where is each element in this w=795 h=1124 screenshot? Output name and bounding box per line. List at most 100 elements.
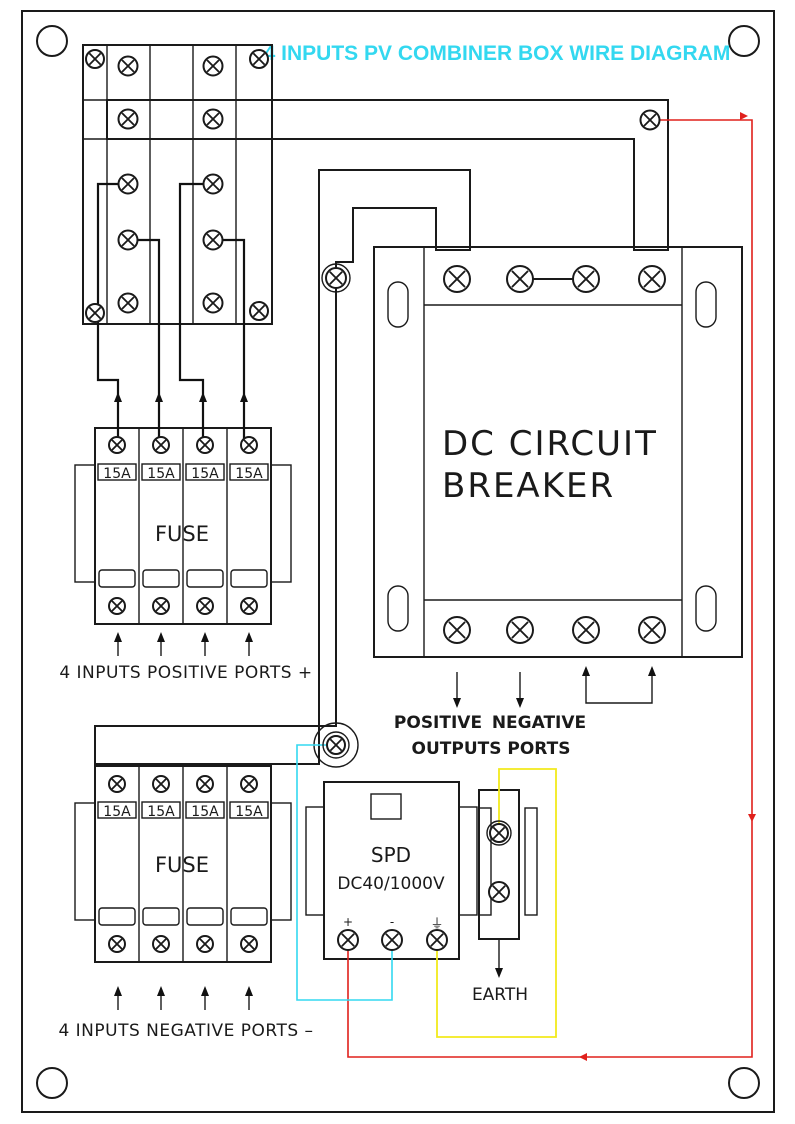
screw-terminal: [152, 775, 170, 793]
outputs-ports-label: OUTPUTS PORTS: [412, 739, 571, 759]
input-arrow-head: [114, 986, 122, 996]
earth-terminal-block: [478, 789, 538, 978]
fuse-block-negative: 15A 15A 15A 15A: [74, 765, 292, 963]
screw-terminal: [240, 935, 258, 953]
fuse-label-positive: FUSE: [155, 522, 209, 546]
fuse-handle: [142, 569, 180, 588]
screw-terminal: [202, 292, 224, 314]
screw-terminal: [639, 109, 661, 131]
negative-input-arrows: [114, 986, 253, 1010]
screw-terminal: [638, 616, 666, 644]
fuse-handle: [230, 907, 268, 926]
fuse-handle: [98, 569, 136, 588]
screw-terminal: [196, 597, 214, 615]
terminal-ring: [322, 731, 350, 759]
fuse-rating-text: 15A: [235, 804, 263, 820]
fuse-handle: [186, 569, 224, 588]
screw-terminal: [249, 301, 269, 321]
breaker-mount-slot: [387, 585, 409, 632]
terminal-ring: [321, 263, 351, 293]
fuse-rating-text: 15A: [103, 804, 131, 820]
red-wire-arrows: [579, 112, 756, 1061]
fuse-rating-tag: [141, 801, 181, 819]
input-arrow-head: [245, 986, 253, 996]
fuse-mount-rail: [74, 802, 96, 921]
fuse-rating-tag: [185, 801, 225, 819]
screw-terminal: [240, 436, 258, 454]
screw-terminal: [443, 616, 471, 644]
screw-terminal: [443, 265, 471, 293]
screw-terminal: [85, 49, 105, 69]
fuse-handle: [98, 907, 136, 926]
screw-terminal: [117, 108, 139, 130]
fuse-mount-rail: [270, 464, 292, 583]
screw-terminal: [337, 929, 359, 951]
input-arrow-head: [157, 986, 165, 996]
input-arrow-head: [245, 632, 253, 642]
mount-hole-bottom-left: [36, 1067, 68, 1099]
screw-terminal: [108, 775, 126, 793]
negative-busbar-strip: [94, 169, 471, 765]
screw-terminals: [85, 49, 666, 953]
fuse-handle: [142, 907, 180, 926]
spd-indicator-window: [370, 793, 402, 820]
screw-terminal: [240, 597, 258, 615]
positive-inputs-label: 4 INPUTS POSITIVE PORTS +: [59, 663, 312, 683]
fuse-rating-tag: [97, 463, 137, 481]
fuse-rating-tag: [141, 463, 181, 481]
outputs-positive-label: POSITIVE: [394, 713, 482, 733]
fuse-rating-text: 15A: [191, 804, 219, 820]
breaker-mount-slot: [695, 281, 717, 328]
screw-terminal: [196, 775, 214, 793]
spd-earth-mark: ⏚: [430, 917, 443, 932]
screw-terminal: [506, 265, 534, 293]
screw-terminal: [572, 616, 600, 644]
fuse-rating-tag: [97, 801, 137, 819]
mount-hole-top-right: [728, 25, 760, 57]
fuse-rating-text: 15A: [235, 466, 263, 482]
screw-terminal: [152, 597, 170, 615]
fuse-rating-text: 15A: [103, 466, 131, 482]
mount-hole-top-left: [36, 25, 68, 57]
breaker-label-line2: BREAKER: [442, 466, 615, 506]
screw-terminal: [381, 929, 403, 951]
screw-terminal: [108, 597, 126, 615]
breaker-mount-slot: [387, 281, 409, 328]
negative-inputs-label: 4 INPUTS NEGATIVE PORTS –: [58, 1021, 313, 1041]
fuse-rating-tag: [229, 463, 269, 481]
fuse-feed-wires: [96, 182, 248, 441]
screw-terminal: [117, 173, 139, 195]
spd-plus-mark: +: [343, 915, 353, 929]
red-positive-spd-wire: [347, 119, 753, 1058]
screw-terminal: [117, 229, 139, 251]
mount-hole-bottom-right: [728, 1067, 760, 1099]
panel-outline: [21, 10, 775, 1113]
input-arrow-head: [157, 632, 165, 642]
fuse-rating-text: 15A: [147, 804, 175, 820]
fuse-label-negative: FUSE: [155, 853, 209, 877]
output-arrows: [453, 666, 656, 708]
spd-rating: DC40/1000V: [337, 874, 445, 894]
diagram-title: 4 INPUTS PV COMBINER BOX WIRE DIAGRAM: [264, 42, 731, 65]
input-arrow-head: [201, 986, 209, 996]
screw-terminal: [85, 303, 105, 323]
earth-label: EARTH: [472, 985, 528, 1005]
screw-terminal: [638, 265, 666, 293]
positive-input-arrows: [114, 632, 253, 656]
screw-terminal: [108, 436, 126, 454]
screw-terminal: [152, 935, 170, 953]
screw-terminal: [202, 55, 224, 77]
screw-terminal: [152, 436, 170, 454]
fuse-handle: [186, 907, 224, 926]
fuse-rating-tag: [229, 801, 269, 819]
input-arrow-head: [201, 632, 209, 642]
cyan-negative-spd-wire: [296, 744, 393, 1001]
screw-terminal: [572, 265, 600, 293]
breaker-label-line1: DC CIRCUIT: [442, 424, 658, 464]
screw-terminal: [489, 823, 509, 843]
fuse-mount-rail: [270, 802, 292, 921]
screw-terminal: [240, 775, 258, 793]
outputs-negative-label: NEGATIVE: [492, 713, 586, 733]
screw-terminal: [326, 735, 346, 755]
